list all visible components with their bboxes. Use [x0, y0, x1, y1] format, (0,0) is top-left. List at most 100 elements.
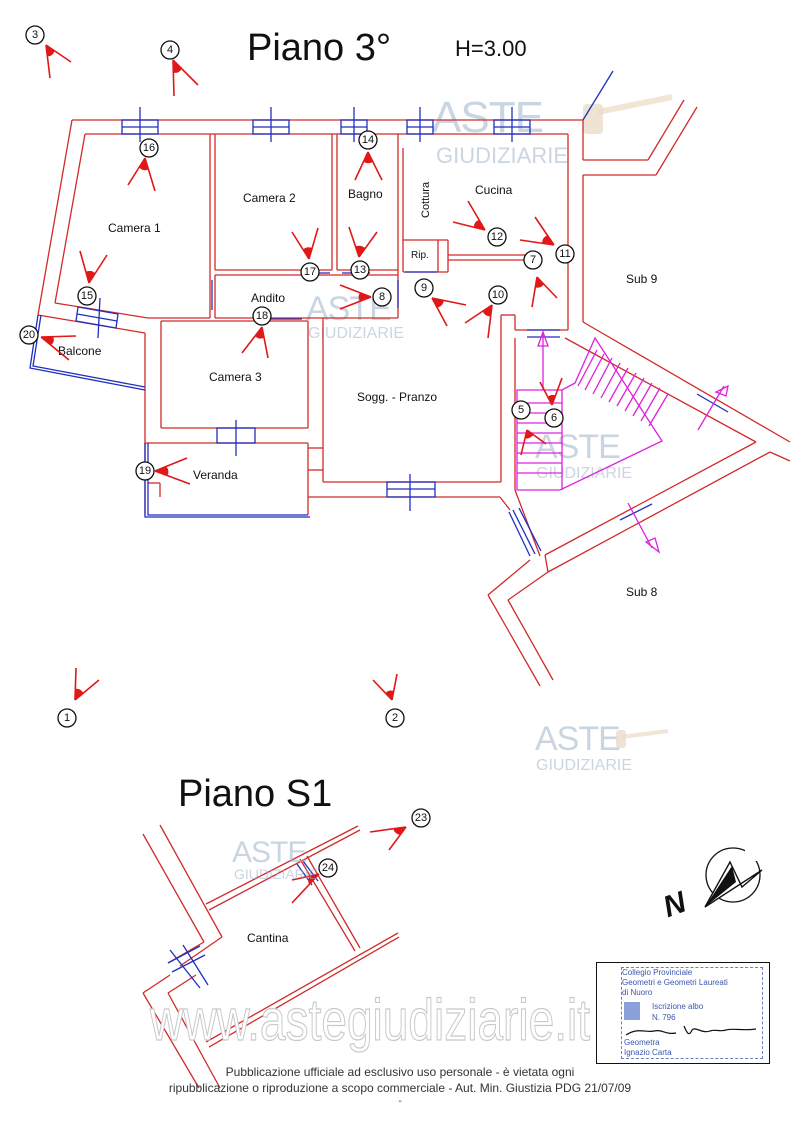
- stamp-line-1: Collegio Provinciale: [622, 968, 693, 977]
- room-ripostiglio: Rip.: [411, 250, 429, 261]
- viewpoint-circle: [555, 244, 575, 264]
- viewpoint-cone-icon: [355, 245, 366, 257]
- viewpoint-cone-icon: [385, 690, 394, 700]
- stamp-iscrizione: Iscrizione albo: [652, 1002, 704, 1011]
- viewpoint-ray: [487, 304, 493, 339]
- signature: [625, 1025, 757, 1036]
- viewpoint-ray: [354, 151, 369, 181]
- viewpoint-marker: 12: [452, 200, 507, 247]
- viewpoint-ray: [74, 667, 77, 701]
- viewpoint-ray: [144, 157, 156, 192]
- viewpoint-number: 17: [304, 266, 316, 278]
- viewpoint-circle: [57, 708, 77, 728]
- viewpoint-ray: [519, 239, 555, 246]
- stamp-name: Ignazio Carta: [624, 1048, 672, 1057]
- watermark-aste-stairs: ASTE GIUDIZIARIE: [535, 428, 632, 482]
- watermark-aste-bottom: ASTE GIUDIZIARIE: [535, 720, 669, 774]
- viewpoint-number: 5: [518, 404, 524, 416]
- viewpoint-marker: 18: [241, 306, 272, 359]
- viewpoint-ray: [154, 457, 188, 472]
- room-balcone: Balcone: [58, 344, 102, 358]
- viewpoint-cone-icon: [139, 158, 149, 171]
- watermark-aste-cantina: ASTE GIUDIZIARIE: [232, 836, 318, 882]
- north-label: N: [659, 885, 692, 924]
- room-veranda: Veranda: [193, 468, 238, 482]
- viewpoint-number: 13: [354, 264, 366, 276]
- viewpoint-number: 15: [81, 290, 93, 302]
- viewpoint-circle: [77, 286, 97, 306]
- viewpoint-ray: [74, 679, 100, 701]
- viewpoint-marker: 19: [135, 457, 191, 485]
- basement-title: Piano S1: [178, 773, 332, 815]
- viewpoint-cone-icon: [547, 394, 556, 405]
- viewpoint-cone-icon: [393, 827, 406, 836]
- footer-line-2: ripubblicazione o riproduzione a scopo c…: [168, 1081, 632, 1095]
- viewpoint-marker: 14: [354, 130, 383, 181]
- room-cottura: Cottura: [420, 181, 432, 218]
- viewpoint-circle: [25, 25, 45, 45]
- viewpoint-marker: 15: [77, 250, 108, 306]
- room-camera-2: Camera 2: [243, 191, 296, 205]
- viewpoint-marker: 4: [160, 40, 199, 97]
- gavel-head-icon: [583, 104, 603, 134]
- viewpoint-ray: [154, 470, 191, 485]
- viewpoint-ray: [241, 326, 263, 354]
- viewpoint-circle: [350, 260, 370, 280]
- viewpoint-ray: [452, 221, 486, 231]
- room-andito: Andito: [251, 291, 285, 305]
- viewpoint-circle: [544, 408, 564, 428]
- viewpoint-circle: [372, 287, 392, 307]
- viewpoint-cone-icon: [363, 152, 373, 164]
- room-cucina: Cucina: [475, 183, 513, 197]
- viewpoint-circle: [487, 227, 507, 247]
- viewpoint-circle: [160, 40, 180, 60]
- watermark-aste-stairs-word: ASTE: [535, 428, 620, 466]
- viewpoint-cone-icon: [46, 45, 55, 57]
- room-cantina: Cantina: [247, 931, 289, 945]
- stamp-emblem-icon: [624, 1002, 640, 1020]
- viewpoint-cone-icon: [432, 298, 444, 308]
- professional-stamp: Collegio Provinciale Geometri e Geometri…: [596, 962, 770, 1064]
- room-sub-8: Sub 8: [626, 585, 658, 599]
- room-camera-3: Camera 3: [209, 370, 262, 384]
- viewpoint-number: 4: [167, 44, 173, 56]
- viewpoint-number: 18: [256, 310, 268, 322]
- viewpoint-ray: [358, 231, 378, 258]
- room-sub-9: Sub 9: [626, 272, 658, 286]
- viewpoint-marker: 5: [511, 400, 547, 456]
- viewpoint-ray: [520, 429, 528, 456]
- stamp-seal: Collegio Provinciale Geometri e Geometri…: [621, 967, 763, 1059]
- room-bagno: Bagno: [348, 187, 383, 201]
- viewpoint-number: 19: [139, 465, 151, 477]
- viewpoint-cone-icon: [524, 430, 534, 439]
- viewpoint-number: 24: [322, 862, 334, 874]
- room-camera-1: Camera 1: [108, 221, 161, 235]
- viewpoint-marker: 20: [19, 325, 77, 361]
- viewpoint-circle: [488, 285, 508, 305]
- viewpoint-ray: [88, 254, 108, 284]
- watermark-giudiziarie-cantina-word: GIUDIZIARIE: [234, 866, 318, 882]
- viewpoint-ray: [369, 826, 407, 833]
- watermark-aste-cantina-word: ASTE: [232, 836, 306, 869]
- footer-line-3: -: [398, 1096, 402, 1107]
- viewpoint-ray: [79, 250, 90, 284]
- north-arrow-icon: N: [659, 843, 765, 924]
- viewpoint-cone-icon: [255, 327, 265, 339]
- viewpoint-circle: [358, 130, 378, 150]
- viewpoint-number: 8: [379, 291, 385, 303]
- viewpoint-marker: 17: [291, 227, 320, 282]
- stamp-line-3: di Nuoro: [622, 988, 653, 997]
- viewpoint-ray: [40, 336, 70, 361]
- viewpoint-ray: [372, 679, 393, 701]
- viewpoint-marker: 1: [57, 667, 100, 728]
- gavel-handle-icon: [621, 729, 669, 739]
- viewpoint-number: 10: [492, 289, 504, 301]
- viewpoint-ray: [536, 276, 558, 299]
- viewpoint-number: 16: [143, 142, 155, 154]
- viewpoint-circle: [19, 325, 39, 345]
- viewpoint-marker: 6: [539, 377, 564, 428]
- viewpoint-number: 9: [421, 282, 427, 294]
- viewpoint-circle: [414, 278, 434, 298]
